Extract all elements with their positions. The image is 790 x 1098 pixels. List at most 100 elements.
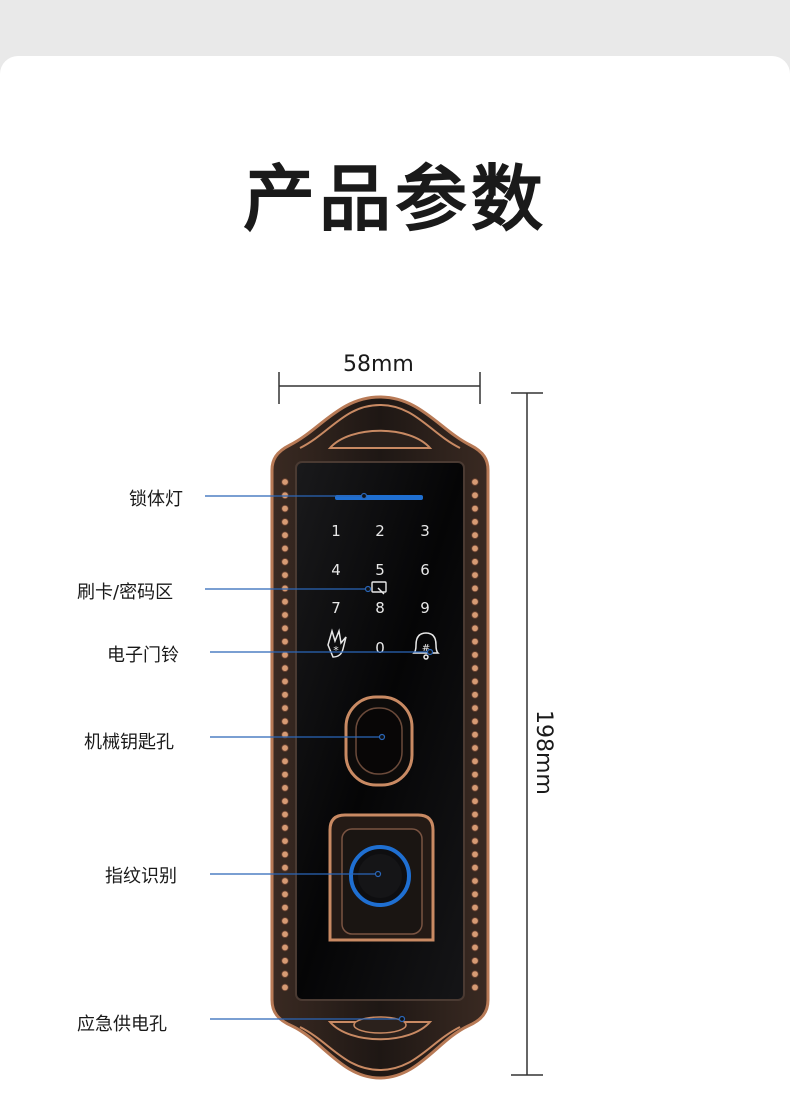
width-dimension [278, 372, 481, 404]
bead-dot [471, 877, 479, 885]
bead-dot [471, 571, 479, 579]
svg-text:*: * [333, 644, 339, 657]
bead-dot [281, 877, 289, 885]
callout-emergency-power: 应急供电孔 [77, 1014, 167, 1035]
bead-dot [281, 598, 289, 606]
bead-dot [471, 717, 479, 726]
bead-dot [471, 518, 479, 526]
bead-dot [471, 903, 479, 912]
bead-dot [281, 890, 289, 898]
bead-dot [281, 717, 289, 726]
key-9: 9 [420, 599, 430, 617]
bead-dot [471, 651, 479, 659]
key-3: 3 [420, 522, 430, 540]
bead-dot [471, 890, 479, 898]
bead-dot [281, 837, 289, 845]
bead-border-right [471, 478, 479, 992]
bead-dot [281, 930, 289, 938]
bead-dot [281, 691, 289, 699]
bead-dot [471, 930, 479, 938]
bead-dot [471, 637, 479, 646]
bead-dot [471, 810, 479, 819]
bead-dot [281, 731, 289, 739]
callout-fingerprint: 指纹识别 [105, 866, 177, 887]
bead-dot [281, 957, 289, 965]
bead-dot [281, 824, 289, 832]
key-6: 6 [420, 561, 430, 579]
bead-dot [471, 864, 479, 872]
bead-dot [281, 810, 289, 819]
bead-dot [471, 770, 479, 779]
bead-dot [281, 744, 289, 752]
bead-dot [281, 677, 289, 686]
bead-dot [471, 691, 479, 699]
bead-dot [281, 611, 289, 619]
bead-dot [281, 664, 289, 672]
bead-dot [281, 637, 289, 646]
key-2: 2 [375, 522, 385, 540]
bead-dot [471, 797, 479, 805]
bead-dot [281, 757, 289, 765]
bead-dot [471, 598, 479, 606]
bead-dot [281, 784, 289, 792]
bead-dot [281, 983, 289, 992]
key-5: 5 [375, 561, 385, 579]
callout-doorbell: 电子门铃 [107, 645, 179, 666]
bead-dot [281, 531, 289, 539]
bead-dot [471, 850, 479, 859]
width-label: 58mm [343, 352, 414, 377]
bead-dot [471, 677, 479, 686]
key-hole-inner [355, 707, 403, 775]
svg-text:#: # [422, 643, 430, 654]
bead-dot [281, 943, 289, 952]
bead-dot [471, 917, 479, 925]
bead-dot [471, 704, 479, 712]
bead-dot [471, 970, 479, 978]
bead-dot [281, 491, 289, 499]
bead-dot [281, 770, 289, 779]
bead-dot [471, 824, 479, 832]
callout-lock-light: 锁体灯 [129, 489, 183, 510]
bead-dot [281, 903, 289, 912]
bead-dot [471, 943, 479, 952]
bell-icon: # [412, 632, 440, 660]
height-dimension [511, 392, 543, 1076]
height-label: 198mm [531, 710, 556, 795]
bead-dot [281, 518, 289, 526]
emergency-power-hole [353, 1016, 407, 1034]
bead-dot [471, 491, 479, 499]
bead-dot [281, 571, 289, 579]
bead-dot [281, 864, 289, 872]
bead-dot [281, 504, 289, 513]
callout-key-hole: 机械钥匙孔 [84, 732, 174, 753]
bead-dot [471, 957, 479, 965]
bead-dot [471, 744, 479, 752]
bead-dot [471, 757, 479, 765]
bead-dot [281, 624, 289, 632]
callout-card-password: 刷卡/密码区 [77, 582, 174, 603]
bead-dot [471, 504, 479, 513]
bead-dot [281, 704, 289, 712]
bead-dot [471, 624, 479, 632]
bead-dot [281, 917, 289, 925]
bead-dot [471, 558, 479, 566]
bead-dot [471, 731, 479, 739]
key-0: 0 [375, 639, 385, 657]
key-8: 8 [375, 599, 385, 617]
key-1: 1 [331, 522, 341, 540]
bead-dot [471, 478, 479, 486]
bead-dot [471, 983, 479, 992]
bead-dot [471, 611, 479, 619]
bead-dot [281, 797, 289, 805]
bead-dot [281, 970, 289, 978]
bead-dot [281, 558, 289, 566]
bead-dot [281, 850, 289, 859]
bead-dot [281, 544, 289, 553]
bead-dot [471, 531, 479, 539]
bead-dot [471, 837, 479, 845]
card-icon [371, 581, 387, 595]
bead-dot [281, 478, 289, 486]
key-7: 7 [331, 599, 341, 617]
key-4: 4 [331, 561, 341, 579]
